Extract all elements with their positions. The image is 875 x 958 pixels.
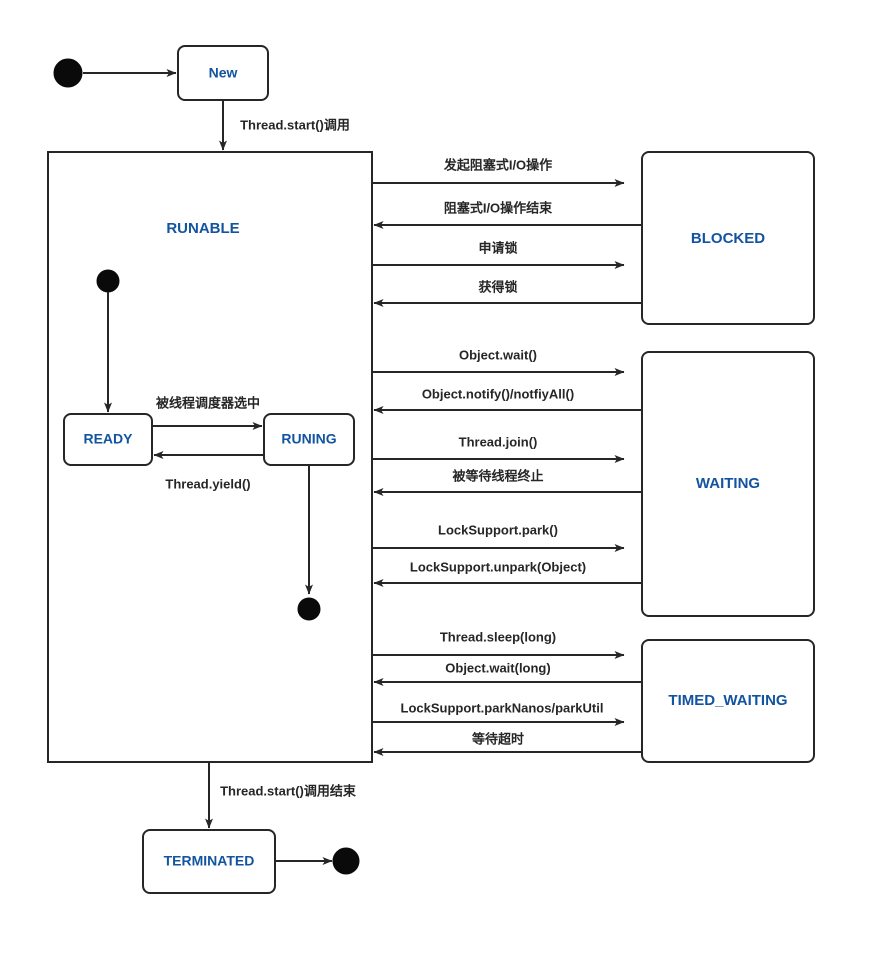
edge-label-blocked-from-0: 阻塞式I/O操作结束 xyxy=(444,200,553,215)
runable-final-node-dot xyxy=(297,597,321,621)
edge-label-waiting-from-2: LockSupport.unpark(Object) xyxy=(410,559,586,574)
state-label-runing: RUNING xyxy=(281,431,336,447)
state-label-runable: RUNABLE xyxy=(166,220,239,237)
edge-label-blocked-to-1: 申请锁 xyxy=(478,240,517,255)
runable-initial-node-dot xyxy=(96,269,120,293)
state-box-ready[interactable] xyxy=(63,413,153,466)
edge-label-waiting-to-0: Object.wait() xyxy=(459,347,537,362)
state-box-waiting[interactable] xyxy=(641,351,815,617)
edge-label-timed-waiting-to-1: LockSupport.parkNanos/parkUtil xyxy=(401,700,604,715)
edge-label-waiting-from-0: Object.notify()/notfiyAll() xyxy=(422,386,574,401)
edge-label-thread-start-end: Thread.start()调用结束 xyxy=(220,783,357,798)
edge-label-timed-waiting-to-0: Thread.sleep(long) xyxy=(440,629,556,644)
state-label-waiting: WAITING xyxy=(696,475,760,492)
edge-label-waiting-to-1: Thread.join() xyxy=(459,434,538,449)
edge-label-blocked-to-0: 发起阻塞式I/O操作 xyxy=(443,157,552,172)
edge-label-timed-waiting-from-1: 等待超时 xyxy=(471,731,524,746)
edge-label-yield: Thread.yield() xyxy=(165,476,250,491)
state-label-terminated: TERMINATED xyxy=(164,853,255,869)
state-label-new: New xyxy=(209,65,238,81)
edge-label-blocked-from-1: 获得锁 xyxy=(478,279,517,294)
state-label-timed-waiting: TIMED_WAITING xyxy=(668,692,787,709)
initial-node-dot xyxy=(53,58,83,88)
final-node-dot xyxy=(332,847,360,875)
edge-label-thread-start: Thread.start()调用 xyxy=(240,117,350,132)
state-box-blocked[interactable] xyxy=(641,151,815,325)
edge-label-scheduled: 被线程调度器选中 xyxy=(155,395,260,410)
edge-label-waiting-from-1: 被等待线程终止 xyxy=(451,468,543,483)
edge-label-waiting-to-2: LockSupport.park() xyxy=(438,522,558,537)
edge-label-timed-waiting-from-0: Object.wait(long) xyxy=(445,660,550,675)
state-label-blocked: BLOCKED xyxy=(691,230,765,247)
state-box-timed-waiting[interactable] xyxy=(641,639,815,763)
state-label-ready: READY xyxy=(83,431,133,447)
